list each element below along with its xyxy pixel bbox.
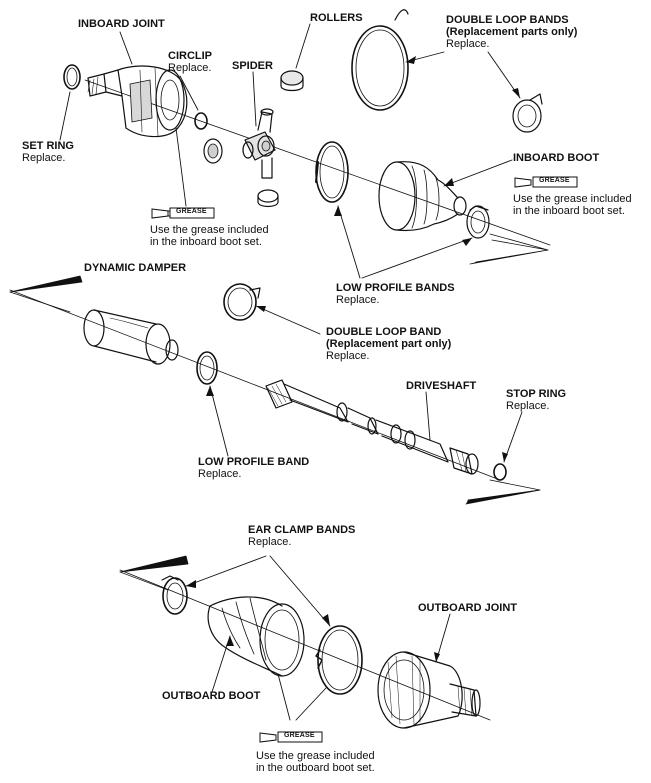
ear-clamp-bands-title: EAR CLAMP BANDS	[248, 524, 356, 536]
grease-tube-outboard: GREASE	[258, 730, 324, 744]
spider-part	[203, 108, 276, 179]
circlip-title: CIRCLIP	[168, 50, 212, 62]
double-loop-bands-part	[351, 9, 543, 133]
label-circlip: CIRCLIP Replace.	[168, 50, 212, 74]
low-profile-bands-part	[315, 141, 490, 239]
grease-tube-inboard-boot: GREASE	[513, 175, 579, 189]
double-loop-band-title: DOUBLE LOOP BAND	[326, 326, 442, 338]
label-spider: SPIDER	[232, 60, 273, 72]
double-loop-bands-note: Replace.	[446, 38, 490, 50]
label-ear-clamp-bands: EAR CLAMP BANDS Replace.	[248, 524, 355, 548]
inboard-boot-grease-line-2: in the inboard boot set.	[513, 205, 625, 217]
ear-clamp-band-right-part	[315, 625, 363, 695]
outboard-grease-line-2: in the outboard boot set.	[256, 762, 375, 774]
circlip-part	[194, 112, 208, 130]
inboard-joint-grease-note: Use the grease included in the inboard b…	[150, 224, 269, 248]
double-loop-band-note: Replace.	[326, 350, 370, 362]
dynamic-damper-title: DYNAMIC DAMPER	[84, 262, 187, 274]
outboard-grease-note: Use the grease included in the outboard …	[256, 750, 375, 774]
grease-tube-icon	[514, 176, 578, 188]
outboard-joint-title: OUTBOARD JOINT	[418, 602, 517, 614]
label-set-ring: SET RING Replace.	[22, 140, 74, 164]
label-outboard-boot: OUTBOARD BOOT	[162, 690, 260, 702]
label-inboard-joint: INBOARD JOINT	[78, 18, 165, 30]
label-double-loop-bands: DOUBLE LOOP BANDS (Replacement parts onl…	[446, 14, 577, 50]
inboard-boot-grease-note: Use the grease included in the inboard b…	[513, 193, 632, 217]
driveshaft-title: DRIVESHAFT	[406, 380, 477, 392]
centerline-bottom	[119, 555, 491, 721]
stop-ring-title: STOP RING	[506, 388, 567, 400]
outboard-boot-title: OUTBOARD BOOT	[162, 690, 261, 702]
label-dynamic-damper: DYNAMIC DAMPER	[84, 262, 186, 274]
rollers-title: ROLLERS	[310, 12, 363, 24]
spider-title: SPIDER	[232, 60, 273, 72]
circlip-note: Replace.	[168, 62, 212, 74]
stop-ring-part	[493, 463, 507, 481]
double-loop-band-sub: (Replacement part only)	[326, 338, 452, 350]
label-low-profile-band: LOW PROFILE BAND Replace.	[198, 456, 309, 480]
stop-ring-note: Replace.	[506, 400, 550, 412]
inboard-boot-title: INBOARD BOOT	[513, 152, 600, 164]
set-ring-title: SET RING	[22, 140, 74, 152]
arrow-top-right	[469, 233, 549, 265]
low-profile-bands-title: LOW PROFILE BANDS	[336, 282, 455, 294]
grease-tube-icon	[259, 731, 323, 743]
double-loop-band-part	[223, 283, 261, 321]
label-stop-ring: STOP RING Replace.	[506, 388, 566, 412]
grease-tube-label: GREASE	[539, 177, 570, 184]
outboard-joint-part	[377, 651, 481, 729]
leader-lines	[59, 23, 523, 721]
inboard-boot-grease-line-1: Use the grease included	[513, 193, 632, 205]
inboard-boot-part	[378, 161, 467, 232]
double-loop-bands-title: DOUBLE LOOP BANDS	[446, 14, 569, 26]
low-profile-bands-note: Replace.	[336, 294, 380, 306]
grease-tube-inboard-joint: GREASE	[150, 206, 216, 220]
label-rollers: ROLLERS	[310, 12, 363, 24]
inboard-joint-grease-line-2: in the inboard boot set.	[150, 236, 262, 248]
driveshaft-part	[265, 379, 479, 475]
label-double-loop-band: DOUBLE LOOP BAND (Replacement part only)…	[326, 326, 451, 362]
label-inboard-boot: INBOARD BOOT	[513, 152, 599, 164]
inboard-joint-title: INBOARD JOINT	[78, 18, 165, 30]
label-driveshaft: DRIVESHAFT	[406, 380, 476, 392]
double-loop-bands-sub: (Replacement parts only)	[446, 26, 578, 38]
dynamic-damper-part	[83, 309, 179, 365]
ear-clamp-band-left-part	[161, 575, 188, 615]
arrow-middle-right	[465, 479, 541, 505]
low-profile-band-title: LOW PROFILE BAND	[198, 456, 310, 468]
centerline-middle	[9, 275, 501, 481]
rollers-part	[257, 70, 304, 208]
outboard-grease-line-1: Use the grease included	[256, 750, 375, 762]
inboard-joint-grease-line-1: Use the grease included	[150, 224, 269, 236]
grease-tube-label: GREASE	[284, 732, 315, 739]
leader-arrowheads	[186, 56, 520, 662]
grease-tube-icon	[151, 207, 215, 219]
outboard-boot-part	[207, 596, 305, 677]
label-low-profile-bands: LOW PROFILE BANDS Replace.	[336, 282, 455, 306]
set-ring-part	[63, 64, 81, 90]
low-profile-band-note: Replace.	[198, 468, 242, 480]
set-ring-note: Replace.	[22, 152, 66, 164]
ear-clamp-bands-note: Replace.	[248, 536, 292, 548]
inboard-joint-part	[87, 65, 188, 138]
label-outboard-joint: OUTBOARD JOINT	[418, 602, 517, 614]
grease-tube-label: GREASE	[176, 208, 207, 215]
low-profile-band-part	[196, 351, 218, 385]
